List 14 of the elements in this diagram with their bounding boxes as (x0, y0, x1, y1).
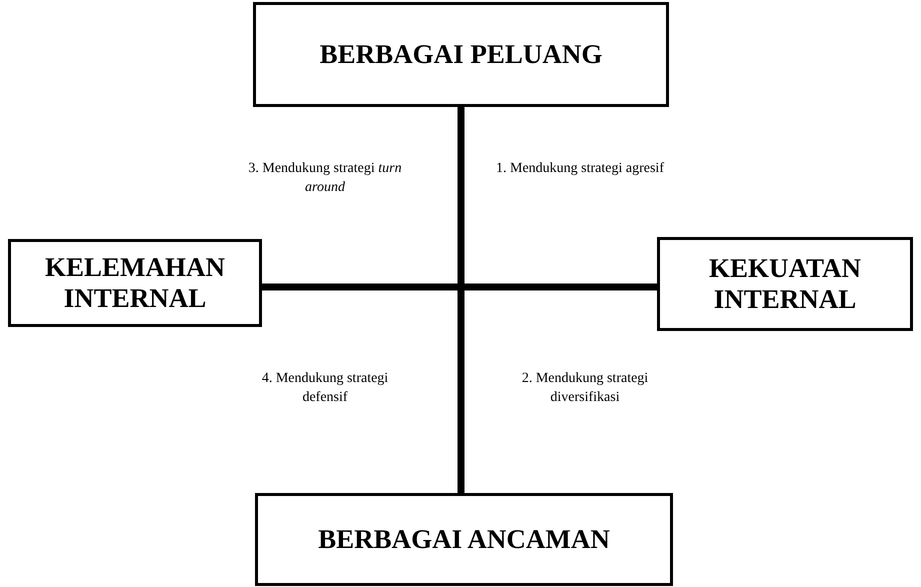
label-box (253, 2, 669, 107)
quadrant-label: 3. Mendukung strategi turn around (247, 160, 403, 197)
connector-line (262, 284, 657, 290)
connector-line (458, 107, 464, 493)
quadrant-label: 1. Mendukung strategi agresif (495, 160, 665, 178)
quadrant-label: 4. Mendukung strategi defensif (260, 370, 390, 407)
label-box (255, 493, 673, 586)
label-box (657, 237, 913, 331)
quadrant-label: 2. Mendukung strategi diversifikasi (520, 370, 650, 407)
label-box (8, 239, 262, 327)
box-title: BERBAGAI PELUANG (320, 38, 602, 70)
box-title: KEKUATAN INTERNAL (708, 252, 862, 316)
box-title: KELEMAHAN INTERNAL (44, 252, 226, 314)
box-title: BERBAGAI ANCAMAN (318, 524, 610, 556)
